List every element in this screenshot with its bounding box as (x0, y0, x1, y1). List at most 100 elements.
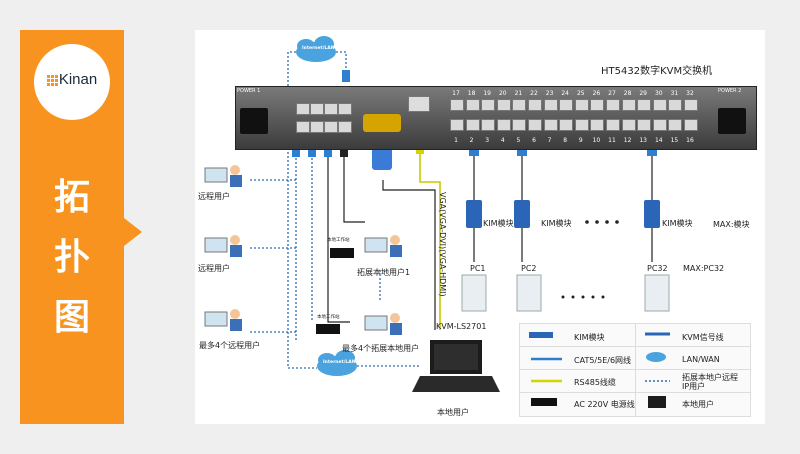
local-port (310, 121, 324, 133)
local-port (324, 121, 338, 133)
switch-port-number: 17 (452, 90, 460, 97)
pc32-label: PC32 (647, 264, 668, 273)
local-port (310, 103, 324, 115)
local-user-label: 本地用户 (437, 408, 469, 417)
switch-port (621, 99, 636, 111)
local-port (338, 103, 352, 115)
switch-port-number: 4 (500, 137, 505, 144)
switch-port-number: 28 (623, 90, 632, 97)
power2-label: POWER 2 (718, 88, 742, 94)
switch-port (496, 99, 511, 111)
switch-port (528, 119, 542, 131)
switch-port (481, 99, 496, 111)
internet-label-bottom: Internet/LAN (323, 360, 356, 365)
local-port (296, 103, 310, 115)
device-title: HT5432数字KVM交换机 (601, 66, 713, 77)
switch-port-number: 19 (483, 90, 491, 97)
legend-box (519, 323, 751, 417)
switch-port-number: 21 (514, 90, 523, 97)
legend-label-5: RS485线缆 (574, 378, 616, 387)
switch-port-number: 12 (623, 137, 632, 144)
vga-port-icon (363, 114, 401, 132)
switch-port (481, 119, 496, 131)
switch-port (574, 99, 589, 111)
switch-port (465, 119, 480, 131)
local-port (324, 103, 338, 115)
legend-label-3: CAT5/5E/6网线 (574, 356, 632, 365)
remote-user-max-label: 最多4个远程用户 (199, 341, 261, 350)
title-char-3: 图 (53, 296, 90, 338)
power-socket-2-icon (718, 108, 746, 134)
rj45-port-icon (408, 96, 430, 112)
pc1-label: PC1 (470, 264, 486, 273)
internet-cloud-top-icon (296, 36, 336, 62)
pc2-label: PC2 (521, 264, 537, 273)
remote-user-2-label: 远程用户 (198, 264, 230, 273)
switch-port-number: 14 (654, 137, 663, 144)
switch-port-number: 9 (578, 137, 583, 144)
switch-port-number: 31 (670, 90, 679, 97)
switch-port (684, 119, 698, 131)
switch-port (543, 99, 558, 111)
local-port (338, 121, 352, 133)
switch-port (590, 119, 605, 131)
logo: Kinan (34, 44, 110, 120)
switch-port (637, 99, 652, 111)
kim-3-label: KIM模块 (662, 219, 693, 228)
switch-port-number: 22 (530, 90, 538, 97)
legend-label-8: 本地用户 (682, 400, 714, 409)
user-icons (204, 165, 402, 335)
switch-port (559, 99, 574, 111)
switch-port (668, 99, 683, 111)
switch-port-number: 15 (670, 137, 679, 144)
lcd-console-icon (412, 340, 500, 392)
internet-label-top: Internet/LAN (302, 46, 335, 51)
switch-port (528, 99, 542, 111)
switch-port-number: 3 (485, 137, 490, 144)
title-char-2: 扑 (53, 236, 90, 278)
switch-port-number: 24 (561, 90, 569, 97)
sidebar-panel: Kinan 拓 扑 图 (20, 30, 142, 424)
switch-port (590, 99, 605, 111)
switch-port (543, 119, 558, 131)
switch-port (606, 99, 620, 111)
pc-tower-icons (461, 274, 670, 312)
switch-port-number: 11 (608, 137, 616, 144)
kim-2-label: KIM模块 (541, 219, 572, 228)
switch-port (652, 99, 667, 111)
internet-cloud-bottom-icon (317, 350, 357, 376)
switch-port-number: 32 (686, 90, 694, 97)
switch-port (684, 99, 698, 111)
switch-port (465, 99, 480, 111)
workstation-2-label: 本地工作站 (317, 315, 340, 320)
switch-port-number: 29 (639, 90, 647, 97)
power-socket-1-icon (240, 108, 268, 134)
switch-port-number: 7 (547, 137, 552, 144)
switch-port-number: 1 (454, 137, 458, 144)
legend-label-1: KIM模块 (574, 333, 605, 342)
local-port (296, 121, 310, 133)
power1-label: POWER 1 (237, 88, 261, 94)
legend-label-2: KVM信号线 (682, 333, 724, 342)
ext-local-user-1-label: 拓展本地用户1 (357, 268, 411, 277)
switch-port-number: 8 (563, 137, 568, 144)
kim-max-label: MAX:模块 (713, 220, 750, 229)
switch-port (450, 119, 464, 131)
switch-port (512, 99, 527, 111)
switch-port-number: 25 (576, 90, 585, 97)
logo-text: Kinan (58, 71, 98, 88)
switch-port-number: 5 (516, 137, 521, 144)
kim-1-label: KIM模块 (483, 219, 514, 228)
title-char-1: 拓 (53, 176, 90, 218)
switch-port-number: 27 (608, 90, 616, 97)
remote-user-1-label: 远程用户 (198, 192, 230, 201)
switch-port (668, 119, 683, 131)
console-model-label: KVM-LS2701 (436, 322, 487, 331)
pc-max-label: MAX:PC32 (683, 264, 725, 273)
switch-port (512, 119, 527, 131)
switch-port-number: 18 (467, 90, 476, 97)
switch-port-number: 26 (592, 90, 601, 97)
